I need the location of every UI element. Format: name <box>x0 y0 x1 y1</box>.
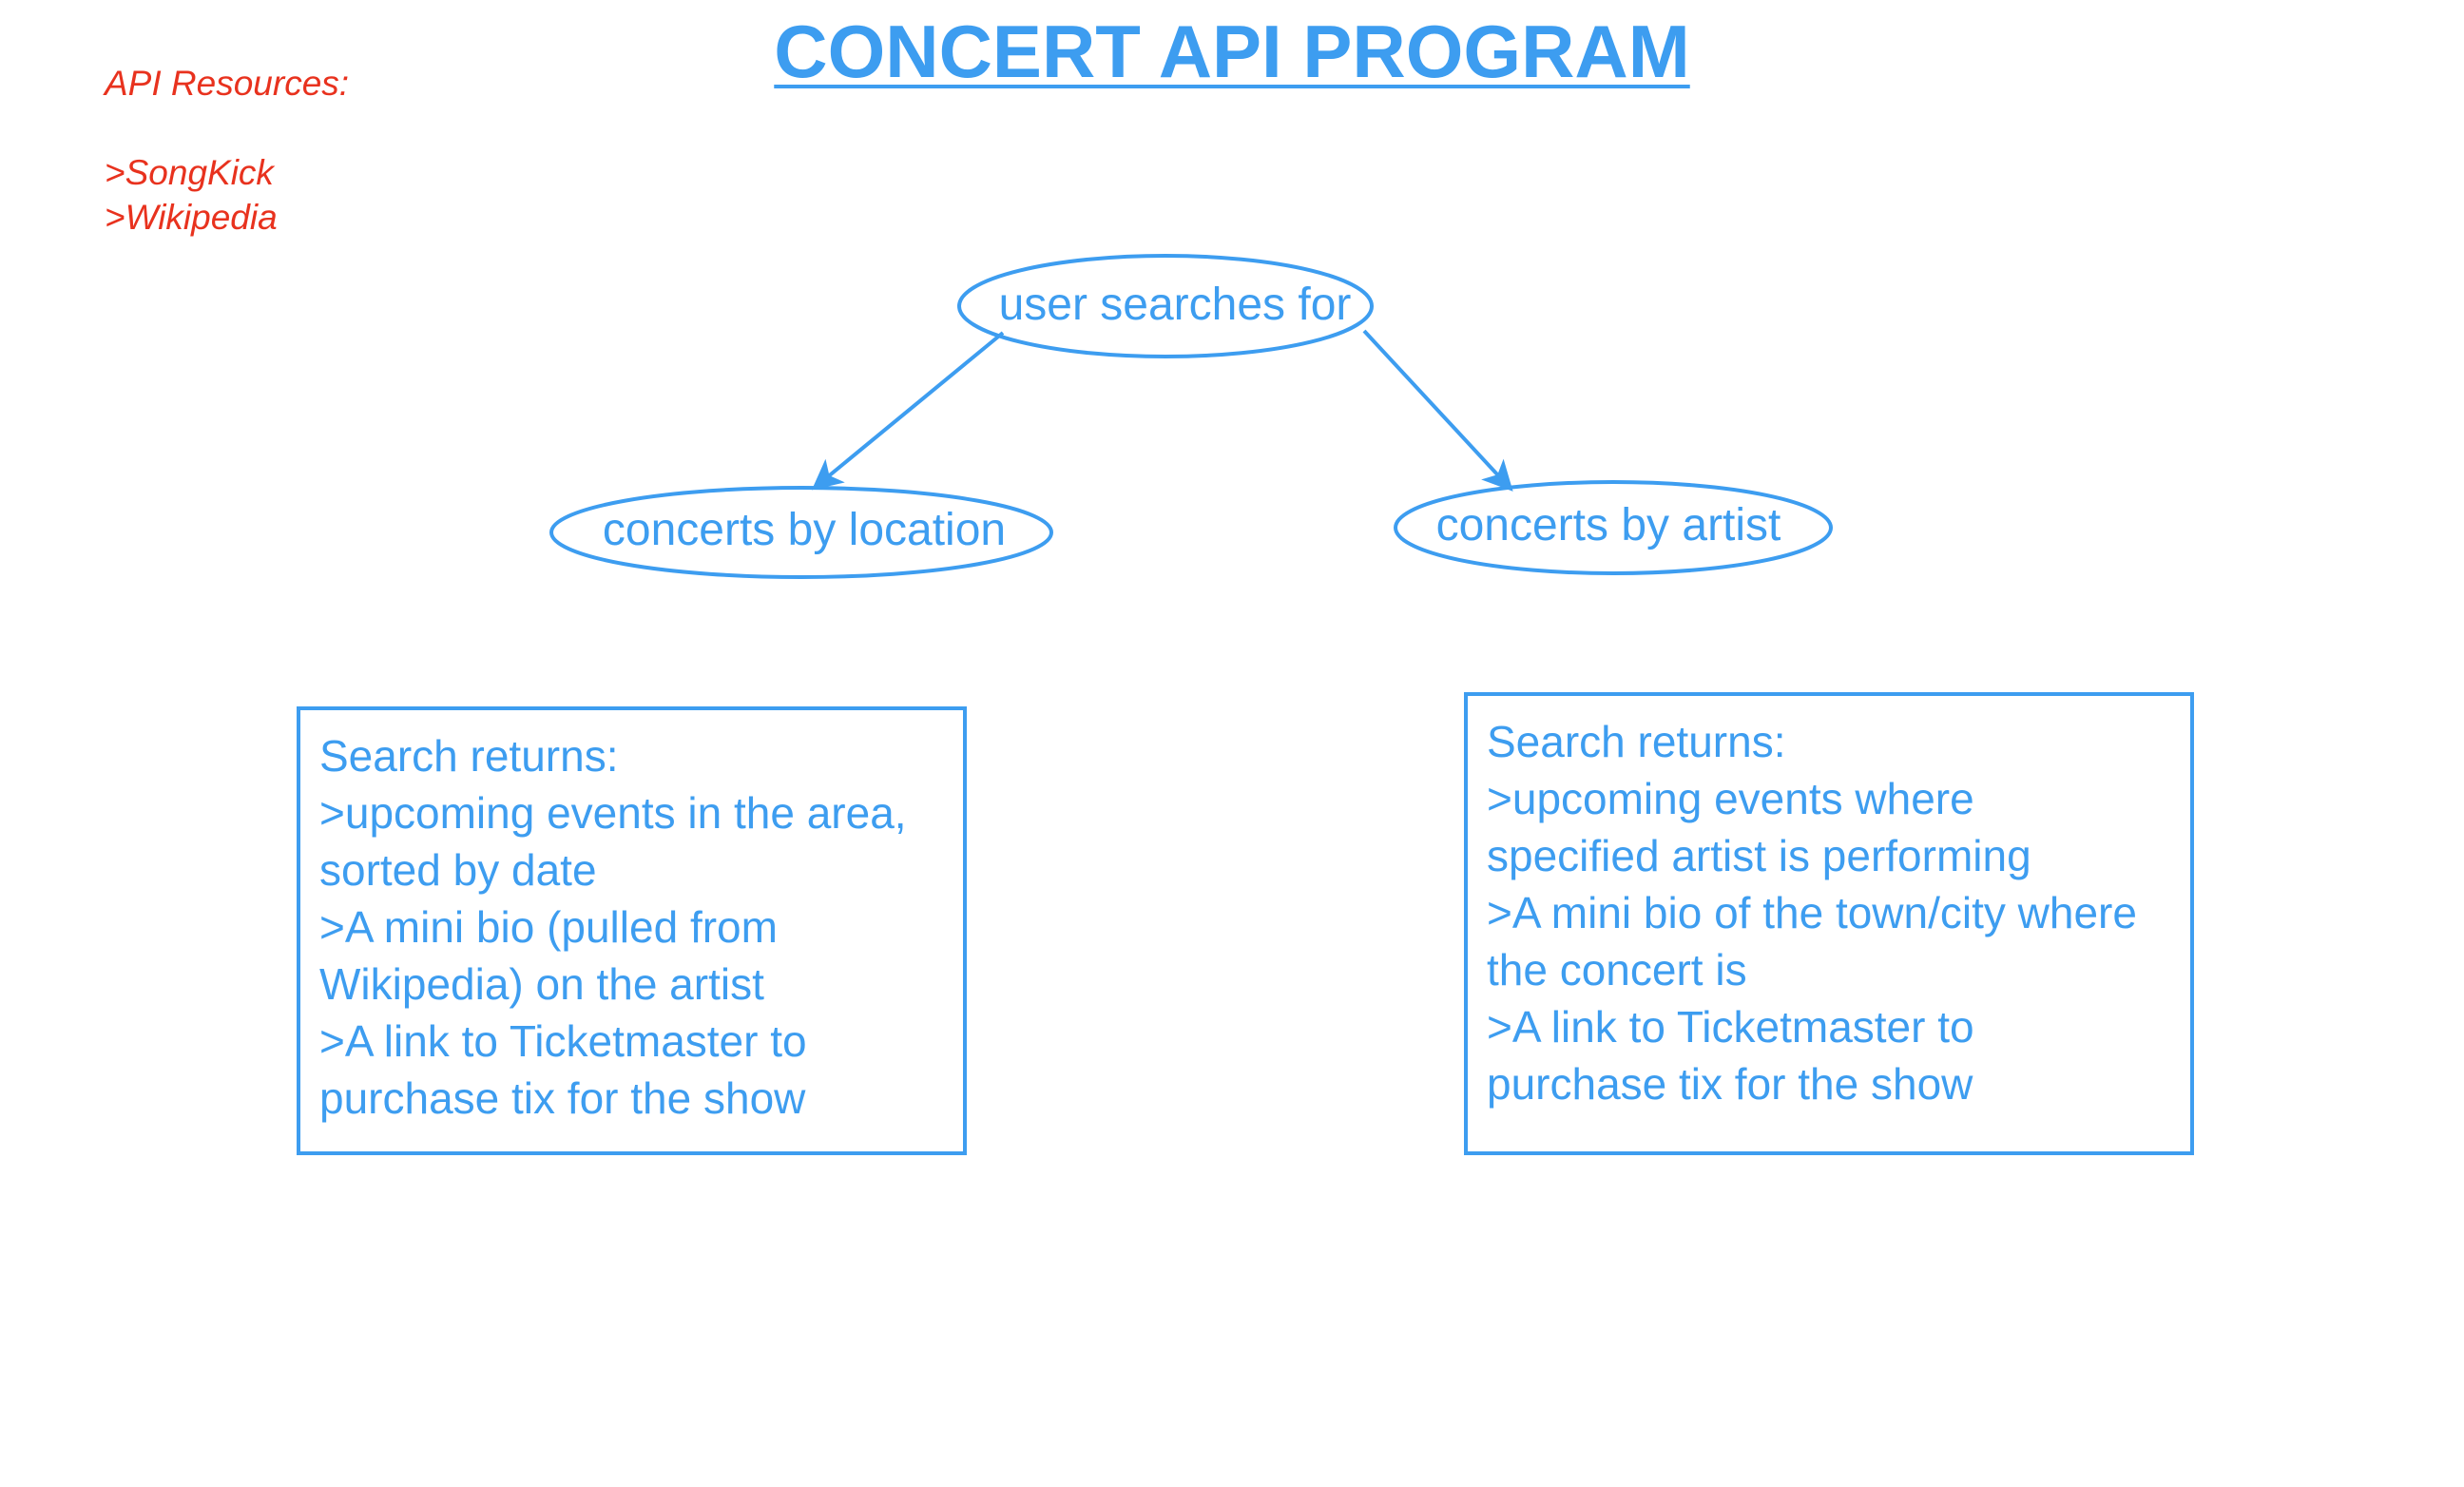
node-concerts-by-location-outline <box>549 486 1053 579</box>
node-concerts-by-artist-outline <box>1394 480 1833 575</box>
box-line: sorted by date <box>319 845 597 895</box>
box-line: purchase tix for the show <box>1487 1059 1973 1109</box>
box-line: Search returns: <box>319 731 619 781</box>
node-concerts-by-artist-label: concerts by artist <box>1436 500 1781 550</box>
box-line: >A mini bio of the town/city where <box>1487 888 2137 937</box>
box-line: purchase tix for the show <box>319 1073 806 1123</box>
box-line: >A mini bio (pulled from <box>319 902 778 952</box>
node-user-searches: user searches for <box>957 254 1374 358</box>
node-concerts-by-location-label: concerts by location <box>603 505 1006 555</box>
api-resources-heading: API Resources: <box>105 64 350 103</box>
box-line: Search returns: <box>1487 717 1786 766</box>
arrow-to-location <box>811 331 1005 491</box>
box-line: >A link to Ticketmaster to <box>319 1016 807 1066</box>
box-line: >upcoming events in the area, <box>319 788 907 838</box>
box-line: specified artist is performing <box>1487 831 2031 880</box>
resource-songkick: >SongKick <box>105 153 274 192</box>
node-concerts-by-location: concerts by location <box>549 486 1053 579</box>
node-user-searches-outline <box>957 254 1374 358</box>
box-line: >upcoming events where <box>1487 774 1974 823</box>
box-line: Wikipedia) on the artist <box>319 959 764 1009</box>
location-results-box: Search returns: >upcoming events in the … <box>297 706 967 1155</box>
resource-wikipedia: >Wikipedia <box>105 198 278 237</box>
api-resources: API Resources: >SongKick >Wikipedia <box>105 61 349 240</box>
artist-results-box: Search returns: >upcoming events where s… <box>1464 692 2194 1155</box>
arrow-to-artist <box>1362 329 1513 492</box>
node-concerts-by-artist: concerts by artist <box>1394 480 1833 575</box>
box-line: the concert is <box>1487 945 1747 995</box>
node-user-searches-label: user searches for <box>999 280 1352 330</box>
box-line: >A link to Ticketmaster to <box>1487 1002 1974 1052</box>
page-title: CONCERT API PROGRAM <box>774 10 1690 93</box>
